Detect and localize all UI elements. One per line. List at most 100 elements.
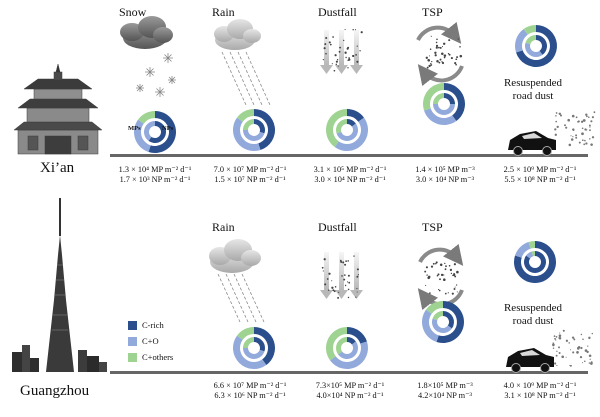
- donut-xian_dustfall-outer-segment-1: [334, 117, 368, 151]
- legend-swatch-c-rich: [128, 320, 137, 330]
- guangzhou-city-label: Guangzhou: [20, 383, 90, 399]
- particle-dot: [329, 43, 332, 46]
- donut-xian_dustfall-inner-segment-1: [336, 123, 359, 142]
- particle-dot: [437, 273, 440, 276]
- guangzhou-dustfall-values: 7.3×10⁵ MP m⁻² d⁻¹ 4.0×10⁴ NP m⁻² d⁻¹: [300, 381, 400, 401]
- particle-dot: [454, 286, 456, 288]
- xian-tsp-values: 1.4 × 10⁵ MP m⁻³ 3.0 × 10⁴ NP m⁻³: [400, 165, 490, 185]
- xian-rain-lines: [221, 51, 271, 106]
- donut-xian_tsp-outer-segment-1: [424, 108, 457, 126]
- particle-dot: [580, 333, 583, 336]
- particle-dot: [559, 114, 563, 117]
- particle-dot: [593, 111, 596, 114]
- particle-dot: [579, 356, 583, 359]
- donut-xian-snow: [134, 111, 176, 153]
- particle-dot: [331, 286, 334, 289]
- particle-dot: [555, 354, 558, 357]
- donut-xian_dustfall-inner-segment-0: [347, 119, 356, 127]
- xian-rain-values: 7.0 × 10⁷ MP m⁻² d⁻¹ 1.5 × 10⁷ NP m⁻² d⁻…: [200, 165, 300, 185]
- particle-dot: [435, 41, 438, 44]
- particle-dot: [565, 339, 569, 342]
- particle-dot: [356, 45, 358, 47]
- particle-dot: [459, 46, 461, 48]
- particle-dot: [343, 278, 346, 281]
- particle-dot: [333, 290, 336, 293]
- particle-dot: [341, 275, 343, 277]
- donut-xian_rain-inner-segment-1: [243, 130, 265, 142]
- particle-dot: [456, 291, 458, 293]
- particle-dot: [589, 126, 591, 128]
- particle-dot: [451, 292, 454, 295]
- particle-dot: [575, 136, 578, 139]
- canton-tower-icon: [12, 198, 107, 372]
- donut-xian_dustfall-outer-segment-0: [347, 109, 364, 122]
- particle-dot: [345, 56, 347, 59]
- donut-xian_snow-outer-segment-2: [138, 111, 155, 124]
- xian-mps-label: MPs: [128, 125, 141, 132]
- xian-car-icon: [508, 131, 556, 156]
- particle-dot: [357, 274, 359, 276]
- particle-dot: [452, 274, 454, 277]
- donut-xian_rain-outer-segment-0: [254, 109, 276, 150]
- particle-dot: [327, 289, 330, 291]
- particle-dot: [427, 59, 430, 62]
- xian-snow-mp: 1.3 × 10⁴ MP m⁻² d⁻¹: [118, 165, 192, 174]
- guangzhou-rain-mp: 6.6 × 10⁷ MP m⁻² d⁻¹: [213, 381, 287, 390]
- particle-dot: [429, 292, 431, 294]
- particle-dot: [435, 263, 437, 265]
- particle-dot: [444, 268, 447, 271]
- particle-dot: [335, 60, 338, 63]
- donut-xian_road-outer-segment-1: [515, 29, 528, 53]
- particle-dot: [567, 118, 571, 122]
- guangzhou-rain-values: 6.6 × 10⁷ MP m⁻² d⁻¹ 6.3 × 10⁶ NP m⁻² d⁻…: [198, 381, 302, 401]
- particle-dot: [322, 58, 325, 61]
- particle-dot: [577, 120, 580, 123]
- donut-gz_tsp-outer-segment-1: [421, 309, 439, 342]
- particle-dot: [555, 336, 558, 338]
- particle-dot: [434, 54, 437, 57]
- particle-dot: [429, 48, 432, 50]
- particle-dot: [323, 258, 326, 261]
- particle-dot: [558, 346, 560, 349]
- particle-dot: [439, 278, 441, 281]
- donut-xian-rain: [233, 109, 276, 152]
- particle-dot: [434, 51, 437, 54]
- particle-dot: [359, 50, 361, 52]
- particle-dot: [584, 349, 588, 352]
- particle-dot: [328, 41, 331, 44]
- donut-gz-tsp: [421, 301, 464, 343]
- donut-xian_dustfall-outer-segment-2: [326, 109, 347, 147]
- particle-dot: [424, 270, 427, 273]
- particle-dot: [331, 280, 333, 282]
- particle-dot: [342, 261, 345, 264]
- particle-dot: [568, 342, 570, 344]
- particle-dot: [554, 337, 556, 340]
- snow-cloud-icon: [120, 16, 173, 49]
- guangzhou-resuspended-text: Resuspended road dust: [503, 302, 563, 327]
- donut-gz_rain-outer-segment-0: [254, 327, 276, 365]
- particle-dot: [580, 120, 584, 123]
- particle-dot: [436, 274, 439, 277]
- particle-dot: [455, 63, 457, 66]
- particle-dot: [552, 343, 555, 347]
- xian-rain-mp: 7.0 × 10⁷ MP m⁻² d⁻¹: [213, 165, 287, 174]
- particle-dot: [582, 119, 586, 122]
- donut-xian_snow-outer-segment-0: [148, 111, 176, 153]
- particle-dot: [430, 265, 434, 268]
- donut-xian_rain-outer-segment-1: [233, 117, 261, 152]
- particle-dot: [572, 128, 575, 131]
- guangzhou-rain-lines: [217, 273, 265, 323]
- donut-gz_rain-outer-segment-2: [237, 327, 254, 340]
- donut-xian_road-outer-segment-2: [523, 25, 536, 35]
- particle-dot: [428, 55, 430, 57]
- particle-dot: [337, 296, 340, 299]
- particle-dot: [562, 329, 565, 332]
- xian-road-np: 5.5 × 10⁸ NP m⁻² d⁻¹: [504, 175, 576, 184]
- particle-dot: [427, 275, 431, 279]
- particle-dot: [450, 57, 453, 60]
- particle-dot: [450, 272, 453, 275]
- particle-dot: [435, 261, 438, 264]
- xian-snow-values: 1.3 × 10⁴ MP m⁻² d⁻¹ 1.7 × 10³ NP m⁻² d⁻…: [110, 165, 200, 185]
- donut-gz_dustfall-outer-segment-0: [347, 327, 367, 344]
- particle-dot: [321, 266, 324, 269]
